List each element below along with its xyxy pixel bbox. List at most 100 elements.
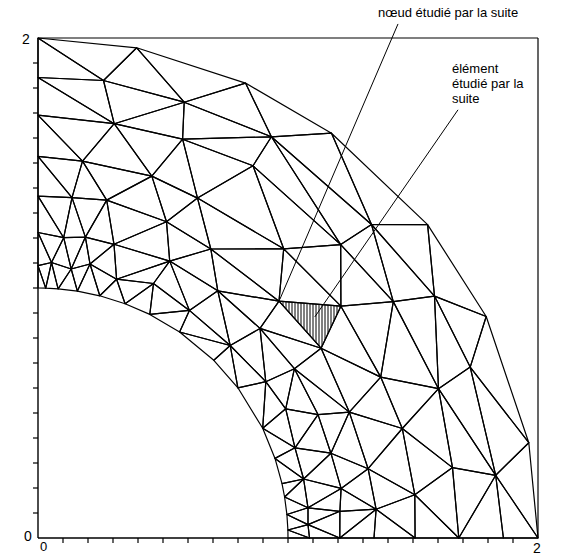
axis-tick [437,538,438,543]
axis-tick [33,437,38,438]
mesh-element [368,429,415,495]
mesh-element [295,415,331,454]
mesh-element [83,124,152,176]
axis-tick [33,212,38,213]
axis-tick [162,538,163,543]
mesh-element [372,225,435,297]
mesh-element [331,453,368,488]
mesh-element [38,233,52,266]
axis-tick [112,538,113,543]
mesh-element [189,291,230,346]
mesh-element [64,198,86,238]
mesh-element [183,137,272,166]
mesh-element [38,196,64,238]
axis-tick [33,187,38,188]
mesh-element [107,176,167,222]
mesh-element [332,133,428,224]
mesh-element [117,261,170,283]
axis-tick [362,538,363,543]
mesh-element [183,102,272,139]
leader-line [315,110,458,317]
mesh-element [368,469,415,510]
mesh-element [38,266,46,289]
mesh-element [271,133,371,224]
mesh-element [77,264,99,296]
mesh-element [46,263,58,289]
mesh-element [114,244,170,279]
mesh-element [372,225,435,302]
axis-tick [387,538,388,543]
mesh-element [230,346,266,388]
axis-tick [33,112,38,113]
mesh-element [83,161,152,200]
mesh-element [470,317,529,443]
mesh-element [496,443,538,538]
mesh-element [238,382,266,429]
mesh-element [85,200,114,244]
mesh-element [38,156,72,197]
axis-tick [33,62,38,63]
mesh-element [104,81,185,124]
mesh-element [72,198,107,238]
axis-tick [33,312,38,313]
axis-value: 2 [22,31,30,47]
axis-tick [287,538,288,543]
axis-tick [33,387,38,388]
axis-tick [212,538,213,543]
studied-element [279,301,341,348]
axis-tick [137,538,138,543]
mesh-element [318,412,349,453]
axis-tick [262,538,263,543]
axis-tick [33,512,38,513]
axis-tick [33,337,38,338]
axis-tick [33,162,38,163]
mesh-element [38,156,83,197]
axis-tick [33,487,38,488]
mesh-element [104,48,185,102]
axis-tick [33,412,38,413]
annotation-text: nœud étudié par la suite [378,6,518,21]
mesh-element [90,264,117,296]
mesh-element [125,284,153,315]
axis-value: 0 [24,528,32,544]
mesh-element [381,377,439,428]
axis-tick [62,538,63,543]
mesh-element [428,225,487,317]
mesh-element [341,225,394,302]
axis-tick [33,362,38,363]
mesh-element [214,346,238,388]
mesh-element [58,269,77,291]
mesh-element [154,261,190,310]
mesh-element [340,488,376,511]
mesh-element [340,509,376,538]
mesh-element [287,515,308,531]
mesh-element [435,296,471,389]
axis-tick [337,538,338,543]
mesh-element [230,328,266,381]
axis-tick [237,538,238,543]
mesh-element [107,200,167,244]
mesh-element [183,139,253,198]
mesh-element [38,115,83,161]
mesh-element [321,348,381,412]
mesh-element [38,38,137,81]
mesh-element [167,198,211,249]
mesh-element [308,511,340,538]
mesh-element [393,296,438,389]
axis-tick [87,538,88,543]
mesh-element [167,222,211,261]
mesh-element [38,263,52,289]
axis-tick [33,287,38,288]
mesh-element [263,428,295,458]
origin-label: 0 [40,540,47,555]
mesh-element [38,78,114,124]
mesh-element [211,249,284,301]
mesh-element [341,469,376,510]
mesh-element [286,409,318,448]
frame-line [537,38,538,538]
axis-tick [487,538,488,543]
mesh-element [38,38,104,81]
mesh-element [286,369,318,415]
axis-tick [187,538,188,543]
axis-tick [512,538,513,543]
